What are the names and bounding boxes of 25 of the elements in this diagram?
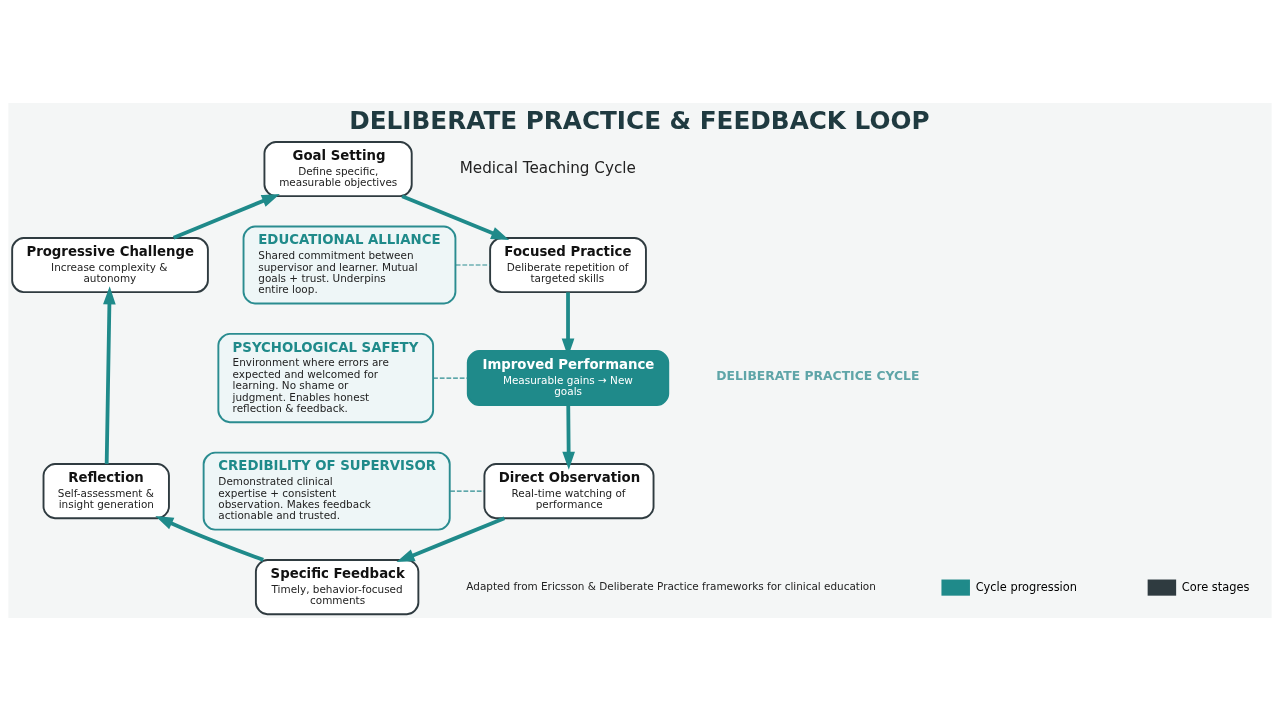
legend-label: Core stages xyxy=(1181,579,1250,594)
label: Medical Teaching Cycle xyxy=(459,158,636,177)
arrow xyxy=(172,193,280,240)
node-box: Direct Observation Real-time watching of performance xyxy=(483,462,655,519)
diagram-title: DELIBERATE PRACTICE & FEEDBACK LOOP xyxy=(349,105,930,135)
node-box: Goal Setting Define specific, measurable objectives xyxy=(263,140,413,197)
node-box: Specific Feedback Timely, behavior-focused comments xyxy=(254,558,420,615)
arrow xyxy=(401,193,510,240)
node-box: Reflection Self-assessment & insight generation xyxy=(42,462,170,519)
arrow xyxy=(562,404,575,470)
connector xyxy=(432,376,469,379)
node-box: Focused Practice Deliberate repetition of targeted skills xyxy=(489,236,647,293)
node-box: CREDIBILITY OF SUPERVISOR Demonstrated clinical expertise + consistent observation. Makes feedback actionable and trusted. xyxy=(202,451,451,531)
connector xyxy=(449,490,485,492)
arrow xyxy=(155,515,264,562)
node-box: PSYCHOLOGICAL SAFETY Environment where errors are expected and welcomed for learning. No shame or judgment. Enables honest reflection & feedback. xyxy=(217,332,435,423)
node-box: Improved Performance Measurable gains → New goals xyxy=(466,349,670,406)
legend-label: Cycle progression xyxy=(975,579,1077,594)
node-box: Progressive Challenge Increase complexity & autonomy xyxy=(11,236,209,293)
label: DELIBERATE PRACTICE CYCLE xyxy=(716,368,920,383)
arrow xyxy=(396,516,506,562)
arrow xyxy=(103,285,116,464)
label: Adapted from Ericsson & Deliberate Practice frameworks for clinical education xyxy=(466,579,876,592)
connector xyxy=(455,263,491,266)
node-box: EDUCATIONAL ALLIANCE Shared commitment between supervisor and learner. Mutual goals + trust. Underpins entire loop. xyxy=(242,225,457,304)
